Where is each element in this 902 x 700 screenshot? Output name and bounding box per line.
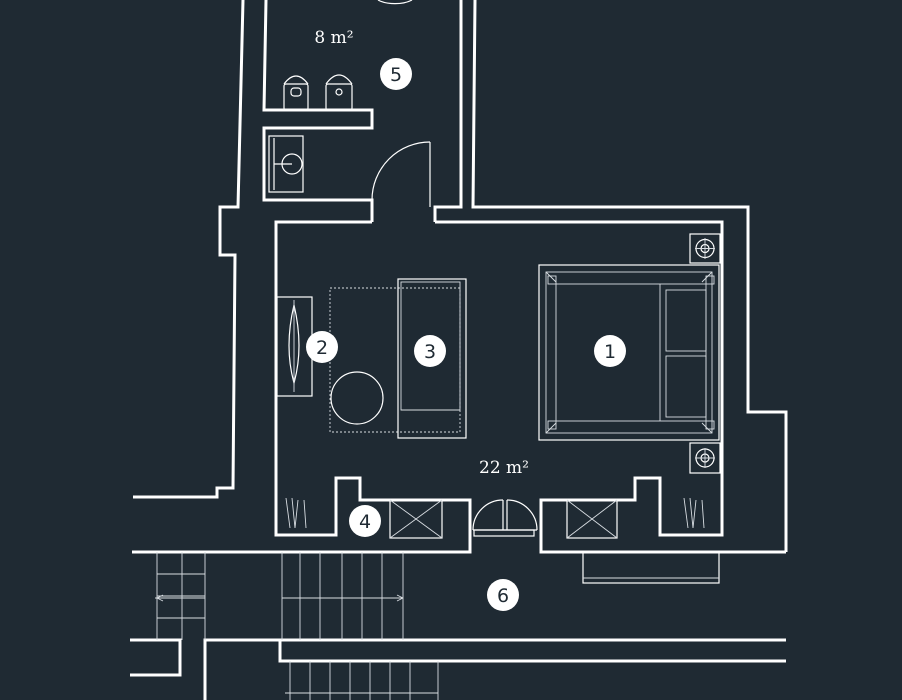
corridor-stairs <box>155 551 720 700</box>
marker-6-label: 6 <box>497 585 509 607</box>
bedroom-furniture <box>276 233 721 539</box>
marker-4-label: 4 <box>359 511 371 533</box>
walls <box>130 0 788 700</box>
marker-3-label: 3 <box>424 341 436 363</box>
marker-5: 5 <box>380 58 412 90</box>
bedroom-area-label: 22 m² <box>479 458 529 478</box>
marker-2: 2 <box>306 331 338 363</box>
marker-2-label: 2 <box>316 337 328 359</box>
marker-5-label: 5 <box>390 64 402 86</box>
bathroom-area-label: 8 m² <box>314 28 353 48</box>
bathroom-fixtures <box>268 0 431 207</box>
marker-4: 4 <box>349 505 381 537</box>
marker-1-label: 1 <box>604 341 616 363</box>
marker-1: 1 <box>594 335 626 367</box>
marker-6: 6 <box>487 579 519 611</box>
marker-3: 3 <box>414 335 446 367</box>
